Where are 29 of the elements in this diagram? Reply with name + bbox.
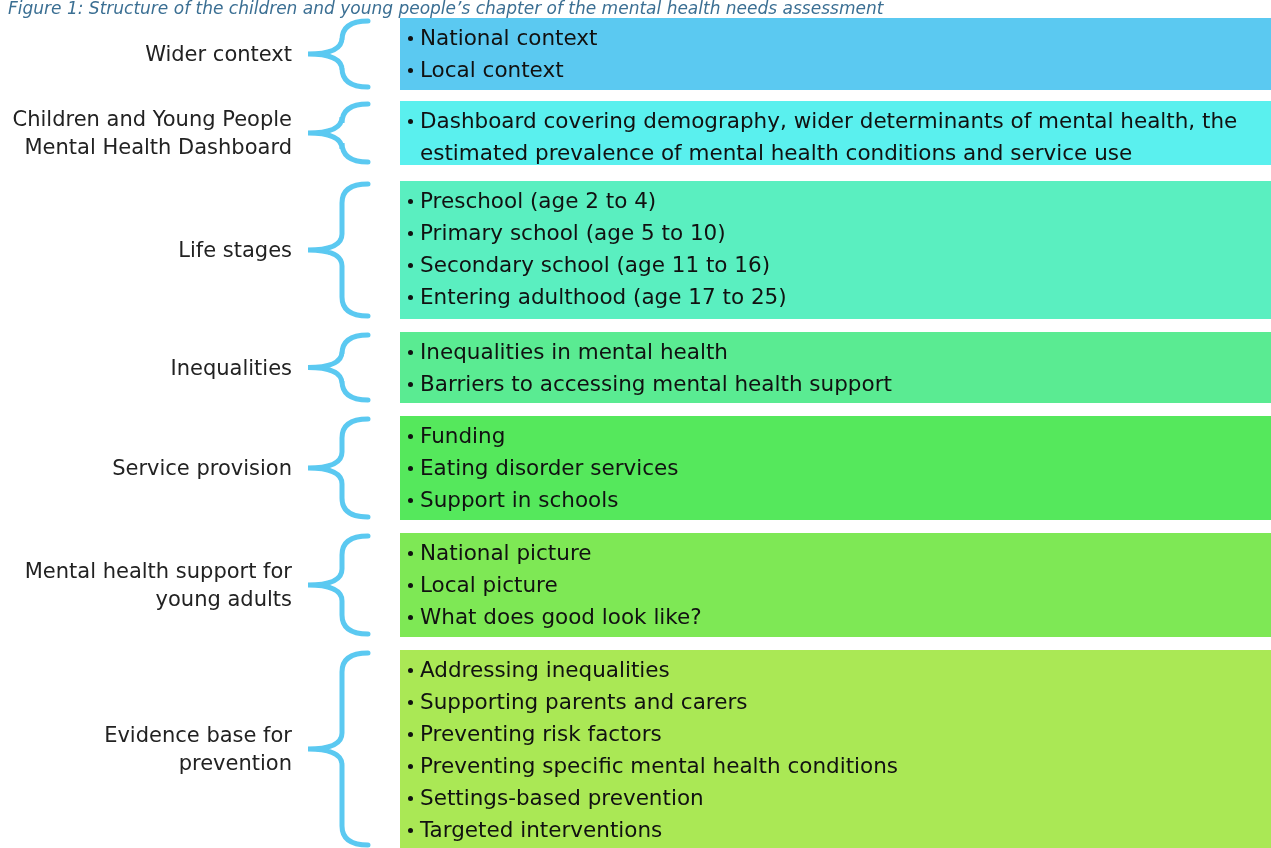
bullet-text: Settings-based prevention	[420, 784, 704, 812]
bullet-text: Targeted interventions	[420, 816, 663, 844]
section-heading: Life stages	[177, 237, 292, 264]
bullet-text: Preventing specific mental health conditions	[420, 752, 899, 780]
bullet-text: Eating disorder services	[420, 454, 679, 482]
bullet-text: Barriers to accessing mental health support	[420, 370, 892, 398]
section-heading: Wider context	[144, 41, 292, 68]
section-heading: Children and Young People Mental Health Dashboard	[11, 106, 292, 161]
bullet-text: National picture	[420, 539, 592, 567]
bullet-text: Supporting parents and carers	[420, 688, 748, 716]
bullet-text: Funding	[420, 422, 506, 450]
bullet-text: Local picture	[420, 571, 558, 599]
section-heading: Service provision	[111, 455, 292, 482]
section-heading: Inequalities	[169, 354, 292, 382]
bullet-text: Primary school (age 5 to 10)	[420, 219, 726, 247]
bullet-text: Secondary school (age 11 to 16)	[420, 251, 771, 279]
section-heading: Mental health support for young adults	[23, 558, 292, 613]
section-heading: Evidence base for prevention	[103, 722, 292, 777]
bullet-text: Inequalities in mental health	[420, 338, 728, 366]
bullet-text: National context	[420, 24, 598, 52]
bullet-text: What does good look like?	[420, 603, 702, 631]
bullet-text: Local context	[420, 56, 564, 84]
bullet-text: Support in schools	[420, 486, 619, 514]
bullet-text: Entering adulthood (age 17 to 25)	[420, 283, 787, 311]
bullet-text: Addressing inequalities	[420, 656, 670, 684]
figure-title: Figure 1: Structure of the children and young people’s chapter of the mental health needs assessment	[8, 0, 884, 18]
bullet-text: Preventing risk factors	[420, 720, 662, 748]
bullet-text: Preschool (age 2 to 4)	[420, 187, 657, 215]
bullet-text: Dashboard covering demography, wider determinants of mental health, the estimated prevalence of mental health conditions and service use	[420, 107, 1239, 167]
